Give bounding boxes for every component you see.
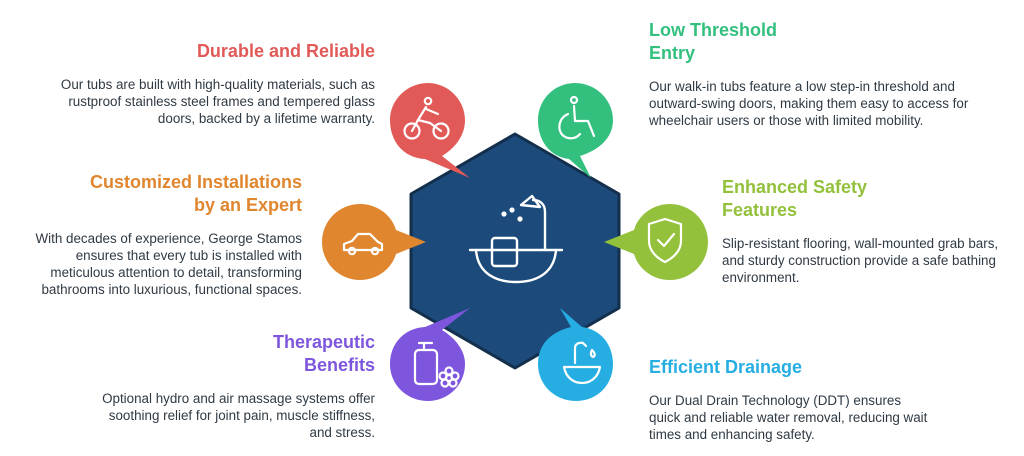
petal-custom bbox=[322, 204, 426, 280]
shield-check-icon bbox=[647, 217, 683, 264]
item-safety: Enhanced Safety Features Slip-resistant … bbox=[722, 176, 1012, 286]
item-title: Customized Installations by an Expert bbox=[89, 172, 302, 215]
lotion-flower-icon bbox=[413, 341, 460, 388]
item-description: Optional hydro and air massage systems o… bbox=[102, 391, 375, 440]
item-title: Durable and Reliable bbox=[196, 41, 375, 61]
petal-drainage bbox=[538, 308, 613, 401]
petal-safety bbox=[604, 204, 708, 280]
petal-therapeutic bbox=[390, 308, 470, 401]
item-title: Enhanced Safety Features bbox=[722, 177, 868, 220]
item-description: With decades of experience, George Stamo… bbox=[35, 231, 302, 297]
item-drainage: Efficient Drainage Our Dual Drain Techno… bbox=[649, 356, 929, 443]
petal-durable bbox=[390, 83, 470, 178]
car-icon bbox=[342, 232, 384, 256]
item-therapeutic: Therapeutic Benefits Optional hydro and … bbox=[100, 331, 375, 441]
item-title: Low Threshold Entry bbox=[649, 20, 777, 63]
petal-threshold bbox=[538, 83, 613, 178]
faucet-sink-icon bbox=[562, 341, 602, 385]
item-description: Slip-resistant flooring, wall-mounted gr… bbox=[722, 236, 999, 285]
item-threshold: Low Threshold Entry Our walk-in tubs fea… bbox=[649, 19, 979, 129]
bathtub-shower-icon bbox=[468, 194, 564, 284]
item-description: Our Dual Drain Technology (DDT) ensures … bbox=[649, 393, 928, 442]
item-custom: Customized Installations by an Expert Wi… bbox=[14, 171, 302, 298]
item-description: Our walk-in tubs feature a low step-in t… bbox=[649, 79, 969, 128]
wheelchair-icon bbox=[558, 95, 596, 140]
item-description: Our tubs are built with high-quality mat… bbox=[60, 77, 375, 126]
item-durable: Durable and Reliable Our tubs are built … bbox=[40, 40, 375, 127]
cyclist-icon bbox=[403, 96, 450, 140]
item-title: Therapeutic Benefits bbox=[272, 332, 375, 375]
item-title: Efficient Drainage bbox=[649, 357, 803, 377]
